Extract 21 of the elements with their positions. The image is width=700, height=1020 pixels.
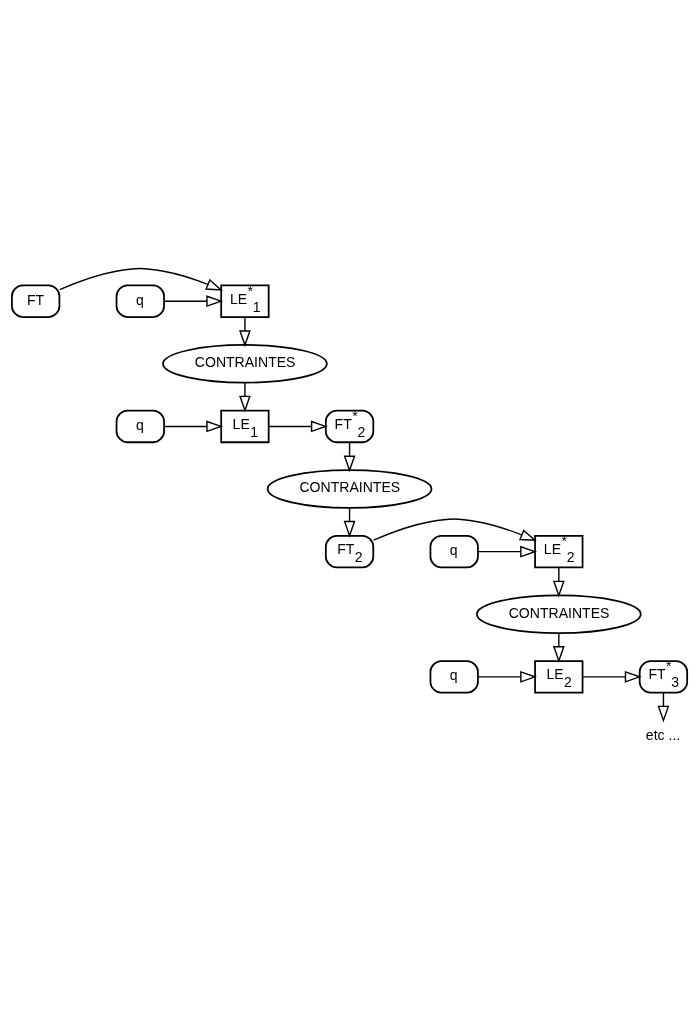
arrow [477,670,538,683]
arrow [477,545,538,558]
arrow [239,315,251,347]
arrow [59,267,223,291]
node-text: etc ... [645,726,681,743]
arrow [268,420,328,432]
arrow [163,294,224,307]
node-ellipse: CONTRAINTES [476,594,642,634]
arrow [582,670,642,683]
arrow [552,631,565,663]
node-box: FT [11,284,61,318]
node-ellipse: CONTRAINTES [266,468,433,509]
node-box: q [429,534,479,568]
node-ellipse: CONTRAINTES [162,343,328,384]
node-box: q [429,659,479,694]
arrow [552,566,565,598]
arrow [239,381,251,413]
node-box: q [115,284,165,318]
arrow [372,517,537,541]
node-box: q [115,409,165,443]
arrow [163,420,224,432]
